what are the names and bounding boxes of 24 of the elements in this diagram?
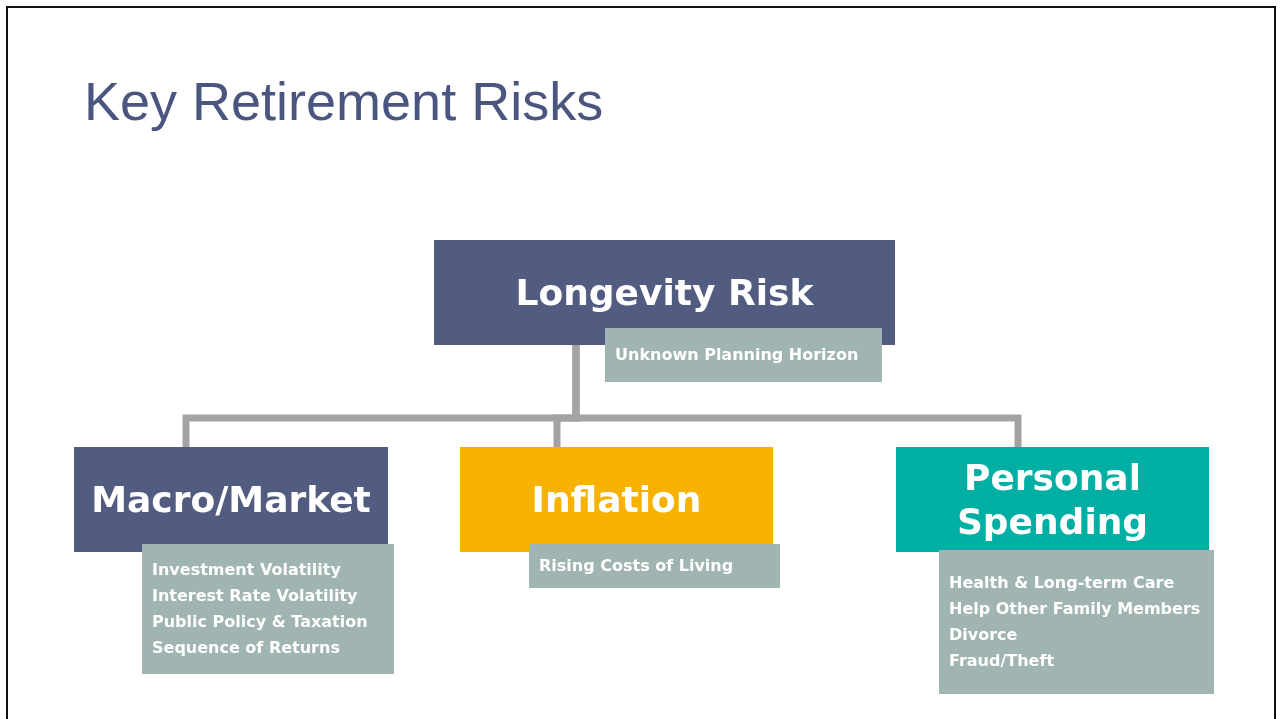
- risk-item: Public Policy & Taxation: [152, 611, 368, 633]
- detail-box: [939, 550, 1214, 694]
- risk-box: [434, 240, 895, 345]
- risk-title: Inflation: [531, 477, 702, 522]
- risk-item: Rising Costs of Living: [539, 555, 734, 577]
- risk-item: Sequence of Returns: [152, 637, 340, 659]
- risk-box: [896, 447, 1209, 552]
- risk-item: Help Other Family Members: [949, 598, 1201, 620]
- risk-title: Personal Spending: [955, 456, 1150, 543]
- detail-box: [605, 328, 882, 382]
- risk-item: Interest Rate Volatility: [152, 585, 358, 607]
- risk-item: Health & Long-term Care: [949, 572, 1175, 594]
- risk-item: Fraud/Theft: [949, 650, 1055, 672]
- risk-item: Unknown Planning Horizon: [615, 344, 859, 366]
- risk-box: [74, 447, 388, 552]
- risk-item: Investment Volatility: [152, 559, 341, 581]
- risk-box: [460, 447, 773, 552]
- detail-box: [529, 544, 780, 588]
- risk-title: Macro/Market: [91, 477, 371, 522]
- slide-title: Key Retirement Risks: [84, 70, 604, 132]
- connector-line: [572, 345, 1022, 447]
- risk-item: Divorce: [949, 624, 1018, 646]
- risk-title: Longevity Risk: [515, 270, 814, 315]
- detail-box: [142, 544, 394, 674]
